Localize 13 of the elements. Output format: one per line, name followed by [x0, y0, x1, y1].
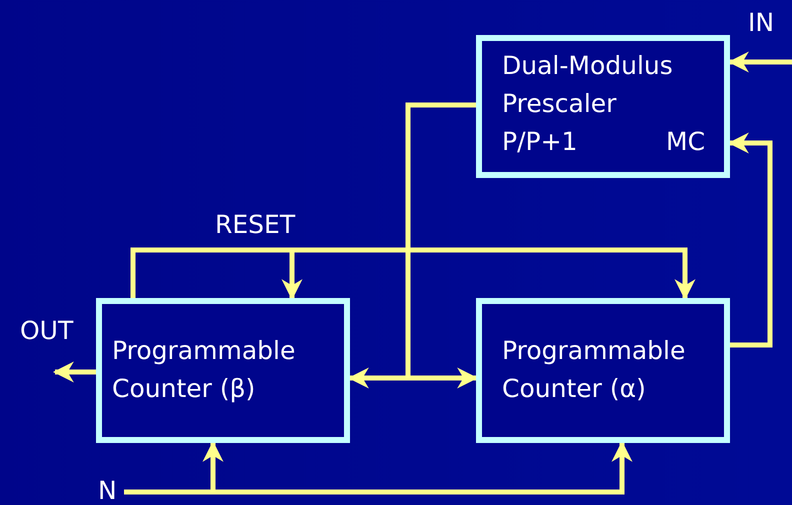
signal-label: IN	[748, 8, 774, 38]
signal-label: N	[98, 476, 118, 505]
arrow	[52, 362, 96, 382]
counter-block	[96, 298, 350, 443]
signal-label: OUT	[20, 316, 74, 346]
block-title: Programmable Counter (α)	[502, 335, 686, 405]
edge-label: RESET	[215, 210, 296, 240]
counter-block	[476, 298, 730, 443]
block-title: Programmable Counter (β)	[112, 335, 296, 405]
prescaler-block	[476, 35, 730, 178]
port-label: MC	[666, 126, 706, 158]
block-title: Dual-Modulus Prescaler	[502, 50, 674, 120]
port-label: P/P+1	[502, 126, 578, 158]
